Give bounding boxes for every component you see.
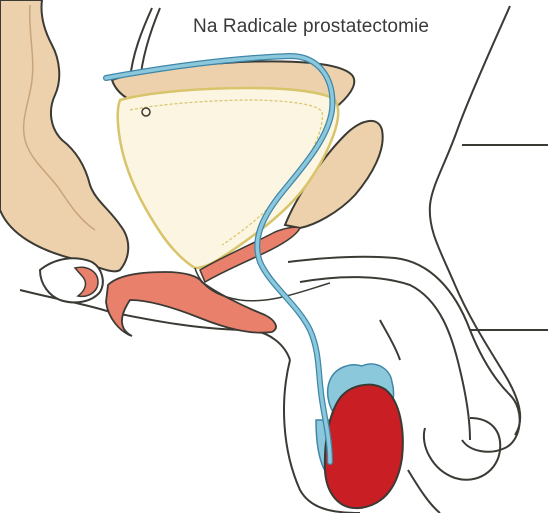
abdomen-outline xyxy=(430,6,520,435)
bladder-shape xyxy=(118,88,338,268)
pubic-arc xyxy=(380,320,400,360)
rectum-shape xyxy=(0,0,128,271)
glans-outline xyxy=(424,418,500,480)
testis-shape xyxy=(325,385,403,508)
diagram-caption: Na Radicale prostatectomie xyxy=(193,16,429,38)
